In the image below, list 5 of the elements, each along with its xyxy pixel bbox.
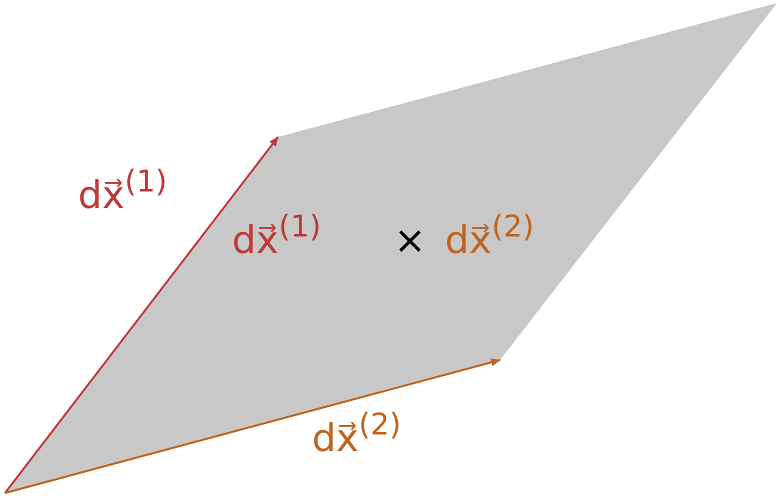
multiplication-sign: × [394, 217, 426, 264]
vector-label: dx⃗$^{(2)}$ [312, 413, 402, 462]
vector-label: dx⃗$^{(2)}$ [445, 215, 534, 264]
vector-label: dx⃗$^{(1)}$ [78, 170, 168, 219]
vector-label: dx⃗$^{(1)}$ [232, 215, 322, 264]
